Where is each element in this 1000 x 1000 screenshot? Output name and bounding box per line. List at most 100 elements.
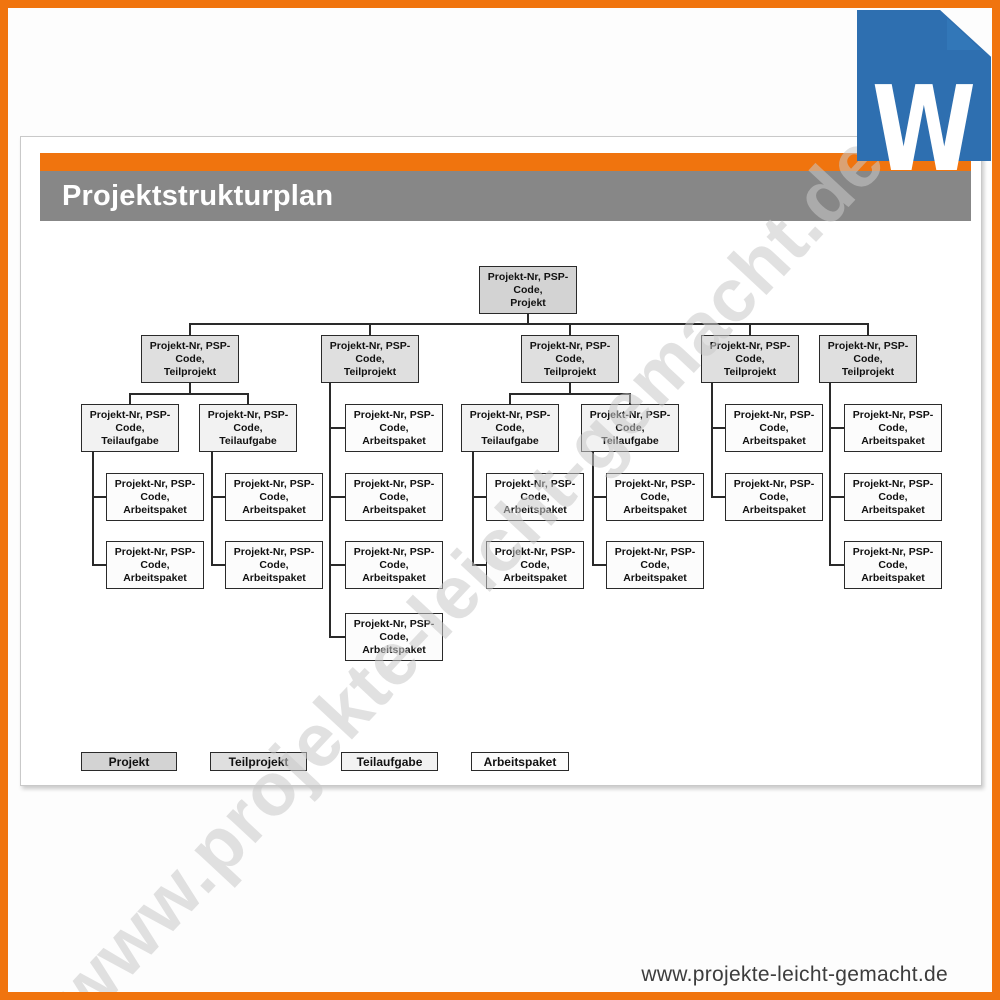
connector-line <box>592 452 594 566</box>
connector-line <box>527 314 529 324</box>
wbs-node-ap-ta1b-2: Projekt-Nr, PSP-Code,Arbeitspaket <box>225 541 323 589</box>
wbs-node-line2: Projekt <box>510 296 546 309</box>
wbs-node-line1: Projekt-Nr, PSP-Code, <box>852 477 934 503</box>
wbs-node-ap-tp5-1: Projekt-Nr, PSP-Code,Arbeitspaket <box>844 404 942 452</box>
connector-line <box>713 427 725 429</box>
wbs-node-line2: Arbeitspaket <box>242 571 306 584</box>
wbs-node-line2: Arbeitspaket <box>742 434 806 447</box>
footer-url: www.projekte-leicht-gemacht.de <box>641 963 948 986</box>
wbs-node-line2: Teilprojekt <box>343 365 397 378</box>
slide-title-bar: Projektstrukturplan <box>40 171 971 221</box>
wbs-node-ap-ta3b-2: Projekt-Nr, PSP-Code,Arbeitspaket <box>606 541 704 589</box>
wbs-node-line2: Arbeitspaket <box>623 503 687 516</box>
wbs-node-line1: Projekt-Nr, PSP-Code, <box>89 408 171 434</box>
connector-line <box>129 393 249 395</box>
wbs-node-line1: Projekt-Nr, PSP-Code, <box>494 477 576 503</box>
page-title: Projektstrukturplan <box>62 179 334 212</box>
wbs-node-tp3: Projekt-Nr, PSP-Code,Teilprojekt <box>521 335 619 383</box>
wbs-node-line1: Projekt-Nr, PSP-Code, <box>233 545 315 571</box>
wbs-node-line1: Projekt-Nr, PSP-Code, <box>114 545 196 571</box>
wbs-node-line2: Arbeitspaket <box>123 503 187 516</box>
wbs-node-line2: Teilaufgabe <box>481 434 539 447</box>
wbs-node-line2: Arbeitspaket <box>242 503 306 516</box>
wbs-node-ap-tp2-2: Projekt-Nr, PSP-Code,Arbeitspaket <box>345 473 443 521</box>
wbs-node-line1: Projekt-Nr, PSP-Code, <box>114 477 196 503</box>
wbs-node-ap-tp2-4: Projekt-Nr, PSP-Code,Arbeitspaket <box>345 613 443 661</box>
wbs-node-line1: Projekt-Nr, PSP-Code, <box>233 477 315 503</box>
wbs-node-ap-tp2-1: Projekt-Nr, PSP-Code,Arbeitspaket <box>345 404 443 452</box>
wbs-node-line2: Arbeitspaket <box>362 571 426 584</box>
wbs-node-ap-tp5-2: Projekt-Nr, PSP-Code,Arbeitspaket <box>844 473 942 521</box>
connector-line <box>189 323 191 335</box>
connector-line <box>247 393 249 404</box>
connector-line <box>831 496 844 498</box>
connector-line <box>94 564 106 566</box>
wbs-node-line1: Projekt-Nr, PSP-Code, <box>149 339 231 365</box>
legend-item-teilprojekt: Teilprojekt <box>210 752 307 771</box>
connector-line <box>831 427 844 429</box>
legend-item-projekt: Projekt <box>81 752 177 771</box>
wbs-node-line1: Projekt-Nr, PSP-Code, <box>733 477 815 503</box>
wbs-node-ta3b: Projekt-Nr, PSP-Code,Teilaufgabe <box>581 404 679 452</box>
wbs-node-ta1a: Projekt-Nr, PSP-Code,Teilaufgabe <box>81 404 179 452</box>
connector-line <box>331 636 345 638</box>
connector-line <box>331 564 345 566</box>
wbs-node-line1: Projekt-Nr, PSP-Code, <box>529 339 611 365</box>
wbs-node-line1: Projekt-Nr, PSP-Code, <box>329 339 411 365</box>
connector-line <box>509 393 631 395</box>
connector-line <box>569 383 571 393</box>
connector-line <box>867 323 869 335</box>
wbs-node-ap-ta1a-2: Projekt-Nr, PSP-Code,Arbeitspaket <box>106 541 204 589</box>
connector-line <box>331 427 345 429</box>
connector-line <box>829 383 831 566</box>
wbs-node-line1: Projekt-Nr, PSP-Code, <box>589 408 671 434</box>
wbs-node-line2: Teilprojekt <box>841 365 895 378</box>
connector-line <box>369 323 371 335</box>
legend-item-teilaufgabe: Teilaufgabe <box>341 752 438 771</box>
wbs-node-line1: Projekt-Nr, PSP-Code, <box>852 408 934 434</box>
wbs-node-line2: Arbeitspaket <box>861 503 925 516</box>
connector-line <box>594 564 606 566</box>
wbs-node-tp1: Projekt-Nr, PSP-Code,Teilprojekt <box>141 335 239 383</box>
slide: Projektstrukturplan Projekt-Nr, PSP-Code… <box>20 136 982 786</box>
connector-line <box>713 496 725 498</box>
connector-line <box>92 452 94 566</box>
wbs-node-line2: Teilaufgabe <box>219 434 277 447</box>
wbs-node-ap-ta1b-1: Projekt-Nr, PSP-Code,Arbeitspaket <box>225 473 323 521</box>
wbs-node-root: Projekt-Nr, PSP-Code,Projekt <box>479 266 577 314</box>
wbs-node-line2: Teilprojekt <box>163 365 217 378</box>
connector-line <box>213 496 225 498</box>
connector-line <box>509 393 511 404</box>
wbs-node-line2: Teilprojekt <box>543 365 597 378</box>
wbs-node-line2: Arbeitspaket <box>362 643 426 656</box>
wbs-node-ap-ta3a-1: Projekt-Nr, PSP-Code,Arbeitspaket <box>486 473 584 521</box>
slide-accent-bar <box>40 153 971 171</box>
connector-line <box>831 564 844 566</box>
connector-line <box>190 323 868 325</box>
wbs-node-ta1b: Projekt-Nr, PSP-Code,Teilaufgabe <box>199 404 297 452</box>
connector-line <box>629 393 631 404</box>
wbs-node-line1: Projekt-Nr, PSP-Code, <box>353 477 435 503</box>
connector-line <box>211 452 213 566</box>
word-icon-letter: W <box>871 60 977 198</box>
connector-line <box>474 564 486 566</box>
wbs-node-tp4: Projekt-Nr, PSP-Code,Teilprojekt <box>701 335 799 383</box>
wbs-node-line2: Arbeitspaket <box>503 571 567 584</box>
word-file-icon: W <box>857 10 991 188</box>
wbs-node-line1: Projekt-Nr, PSP-Code, <box>469 408 551 434</box>
wbs-node-line2: Teilaufgabe <box>101 434 159 447</box>
wbs-node-ap-tp4-1: Projekt-Nr, PSP-Code,Arbeitspaket <box>725 404 823 452</box>
wbs-node-line1: Projekt-Nr, PSP-Code, <box>487 270 569 296</box>
connector-line <box>749 323 751 335</box>
connector-line <box>594 496 606 498</box>
connector-line <box>472 452 474 566</box>
wbs-node-line1: Projekt-Nr, PSP-Code, <box>614 477 696 503</box>
wbs-node-line2: Arbeitspaket <box>742 503 806 516</box>
connector-line <box>474 496 486 498</box>
wbs-node-ap-ta3b-1: Projekt-Nr, PSP-Code,Arbeitspaket <box>606 473 704 521</box>
wbs-node-line1: Projekt-Nr, PSP-Code, <box>207 408 289 434</box>
wbs-node-tp2: Projekt-Nr, PSP-Code,Teilprojekt <box>321 335 419 383</box>
wbs-node-line1: Projekt-Nr, PSP-Code, <box>852 545 934 571</box>
wbs-node-ap-ta1a-1: Projekt-Nr, PSP-Code,Arbeitspaket <box>106 473 204 521</box>
